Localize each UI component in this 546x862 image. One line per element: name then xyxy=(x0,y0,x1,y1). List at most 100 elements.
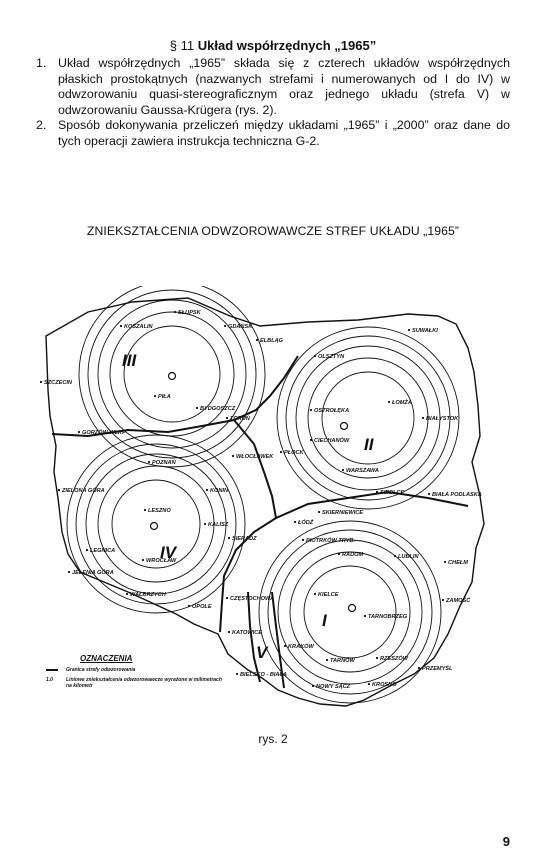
zone-boundary xyxy=(275,490,469,519)
city-label: WROCŁAW xyxy=(146,558,177,564)
city-label: CIECHANÓW xyxy=(314,437,350,444)
city-label: JELENIA GÓRA xyxy=(72,569,114,576)
boundary-line-icon xyxy=(46,669,58,671)
city-dot-icon xyxy=(119,324,123,328)
section-number: § 11 xyxy=(169,38,195,53)
zone-boundary xyxy=(51,355,299,438)
page-number: 9 xyxy=(502,834,510,849)
city-label: SUWAŁKI xyxy=(412,328,438,334)
zone-ii-isolines xyxy=(276,326,460,510)
city-label: CHEŁM xyxy=(448,560,468,566)
isoline-symbol: 1.0 xyxy=(46,677,53,683)
city-dot-icon xyxy=(309,438,313,442)
city-dot-icon xyxy=(203,522,207,526)
city-dot-icon xyxy=(417,666,421,670)
list-item-number: 2. xyxy=(36,118,47,133)
city-dot-icon xyxy=(173,310,177,314)
city-dot-icon xyxy=(427,492,431,496)
city-label: BIAŁYSTOK xyxy=(426,416,459,422)
figure-caption: rys. 2 xyxy=(258,732,288,746)
city-label: KATOWICE xyxy=(232,630,262,636)
city-dot-icon xyxy=(231,454,235,458)
city-dot-icon xyxy=(311,684,315,688)
zone-label: I xyxy=(322,611,328,630)
city-dot-icon xyxy=(255,338,259,342)
city-dot-icon xyxy=(341,468,345,472)
city-dot-icon xyxy=(367,682,371,686)
city-label: OSTROŁĘKA xyxy=(314,408,349,414)
city-dot-icon xyxy=(195,406,199,410)
city-label: ŁOMŻA xyxy=(391,399,412,406)
city-label: LUBLIN xyxy=(398,554,419,560)
legend-text: Liniowe zniekształcenia odwzorowawcze wy… xyxy=(66,677,222,689)
city-label: SKIERNIEWICE xyxy=(322,510,363,516)
city-label: TORUŃ xyxy=(230,415,251,422)
city-dot-icon xyxy=(337,552,341,556)
city-dot-icon xyxy=(223,324,227,328)
city-dot-icon xyxy=(293,520,297,524)
zone-label: V xyxy=(256,643,269,662)
city-label: LESZNO xyxy=(148,508,171,514)
city-label: CZĘSTOCHOWA xyxy=(230,596,274,602)
city-dot-icon xyxy=(301,538,305,542)
city-label: PŁOCK xyxy=(284,450,305,456)
city-dot-icon xyxy=(317,510,321,514)
city-label: WŁOCŁAWEK xyxy=(236,454,274,460)
city-label: TARNOBRZEG xyxy=(368,614,408,620)
city-dot-icon xyxy=(153,394,157,398)
city-dot-icon xyxy=(283,644,287,648)
city-label: SIEDLCE xyxy=(380,490,405,496)
city-dot-icon xyxy=(235,672,239,676)
city-dot-icon xyxy=(393,554,397,558)
zone-centre-icons xyxy=(149,371,357,613)
city-label: BYDGOSZCZ xyxy=(200,406,236,412)
city-dot-icon xyxy=(57,488,61,492)
city-label: ŁÓDŹ xyxy=(297,519,314,526)
legend-row: 1.0 Liniowe zniekształcenia odwzorowawcz… xyxy=(46,677,226,689)
city-dot-icon xyxy=(313,354,317,358)
zone-i-isolines xyxy=(258,520,442,704)
city-dot-icon xyxy=(77,430,81,434)
city-dot-icon xyxy=(225,596,229,600)
city-dot-icon xyxy=(375,490,379,494)
map-legend: OZNACZENIA Granica strefy odwzorowania 1… xyxy=(46,654,226,689)
city-label: TARNÓW xyxy=(330,657,355,664)
city-dot-icon xyxy=(441,598,445,602)
city-label: OPOLE xyxy=(192,604,212,610)
city-dot-icon xyxy=(125,592,129,596)
city-label: BIAŁA PODLASKA xyxy=(432,492,482,498)
city-label: ELBLĄG xyxy=(260,338,284,344)
zone-label: II xyxy=(364,435,375,454)
zone-iii-isolines xyxy=(78,286,266,468)
city-label: POZNAŃ xyxy=(152,459,177,466)
city-dot-icon xyxy=(141,558,145,562)
city-dot-icon xyxy=(143,508,147,512)
city-dot-icon xyxy=(147,460,151,464)
city-label: KOSZALIN xyxy=(124,324,154,330)
city-label: LEGNICA xyxy=(90,548,115,554)
city-dot-icon xyxy=(85,548,89,552)
city-label: GDAŃSK xyxy=(228,323,253,330)
city-dot-icon xyxy=(205,488,209,492)
map-title: ZNIEKSZTAŁCENIA ODWZOROWAWCZE STREF UKŁA… xyxy=(86,224,460,238)
city-dot-icon xyxy=(421,416,425,420)
list-item-text: Sposób dokonywania przeliczeń między ukł… xyxy=(58,118,510,148)
city-label: RADOM xyxy=(342,552,363,558)
zone-boundary xyxy=(219,419,278,633)
city-label: WAŁBRZYCH xyxy=(130,592,167,598)
city-dot-icon xyxy=(225,416,229,420)
city-dot-icon xyxy=(313,592,317,596)
city-label: SZCZECIN xyxy=(44,380,73,386)
city-label: NOWY SĄCZ xyxy=(316,684,351,690)
city-label: WARSZAWA xyxy=(346,468,379,474)
city-dot-icon xyxy=(227,630,231,634)
city-dot-icon xyxy=(325,658,329,662)
city-dot-icon xyxy=(443,560,447,564)
city-label: SŁUPSK xyxy=(178,310,202,316)
zone-label: IV xyxy=(160,543,178,562)
city-dot-icon xyxy=(387,400,391,404)
city-label: BIELSKO - BIAŁA xyxy=(240,672,287,678)
city-dot-icon xyxy=(227,536,231,540)
country-border xyxy=(45,297,485,707)
